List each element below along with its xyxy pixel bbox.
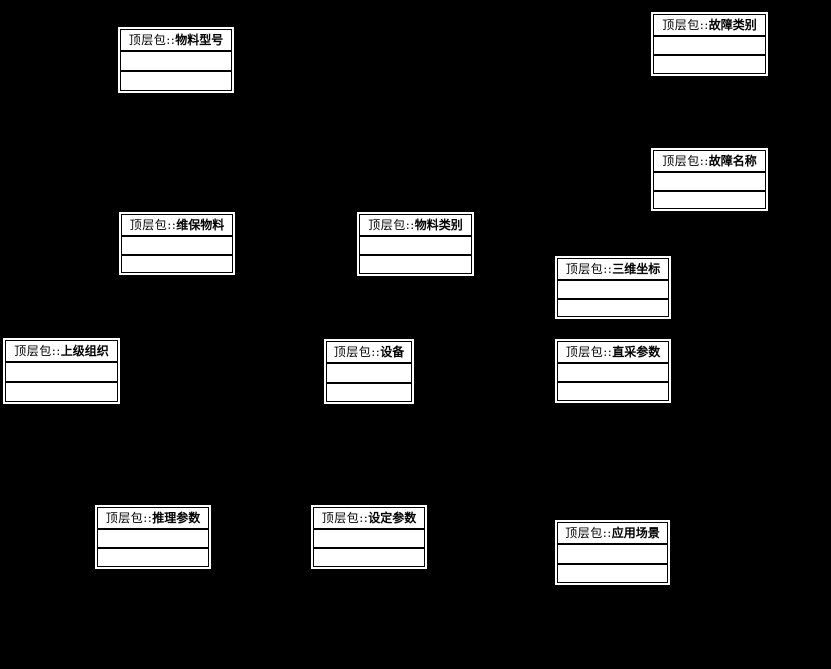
- attributes-compartment: [558, 281, 668, 298]
- attributes-compartment: [654, 173, 765, 190]
- package-prefix-label: 顶层包::: [333, 345, 381, 359]
- class-name-label: 直采参数: [612, 345, 661, 359]
- operations-compartment: [558, 562, 667, 582]
- operations-compartment: [6, 381, 117, 401]
- operations-compartment: [360, 254, 471, 273]
- attributes-compartment: [327, 364, 411, 382]
- package-prefix-label: 顶层包::: [321, 511, 369, 525]
- attributes-compartment: [360, 237, 471, 254]
- attributes-compartment: [6, 363, 117, 381]
- class-title: 顶层包::设定参数: [314, 508, 424, 530]
- class-name-label: 应用场景: [611, 526, 660, 540]
- uml-class-box-wuliao-xinghao[interactable]: 顶层包::物料型号: [118, 27, 234, 93]
- uml-class-box-sheding-canshu[interactable]: 顶层包::设定参数: [311, 505, 427, 569]
- package-prefix-label: 顶层包::: [129, 218, 177, 232]
- uml-class-box-wuliao-leibie[interactable]: 顶层包::物料类别: [357, 212, 474, 276]
- uml-class-box-zhicai-canshu[interactable]: 顶层包::直采参数: [555, 339, 671, 403]
- uml-class-box-tuili-canshu[interactable]: 顶层包::推理参数: [95, 505, 211, 569]
- class-name-label: 物料类别: [414, 218, 463, 232]
- class-title: 顶层包::故障名称: [654, 151, 765, 173]
- operations-compartment: [654, 54, 765, 73]
- class-title: 顶层包::上级组织: [6, 341, 117, 363]
- class-title: 顶层包::推理参数: [98, 508, 208, 530]
- class-title: 顶层包::物料类别: [360, 215, 471, 237]
- package-prefix-label: 顶层包::: [662, 18, 709, 32]
- operations-compartment: [121, 70, 231, 90]
- class-title: 顶层包::维保物料: [122, 215, 232, 237]
- uml-class-box-shangji-zuzhi[interactable]: 顶层包::上级组织: [3, 338, 120, 404]
- attributes-compartment: [558, 364, 668, 381]
- package-prefix-label: 顶层包::: [14, 344, 61, 358]
- class-name-label: 上级组织: [60, 344, 109, 358]
- class-name-label: 故障类别: [708, 18, 757, 32]
- class-name-label: 物料型号: [175, 33, 224, 47]
- class-name-label: 设备: [380, 345, 405, 359]
- package-prefix-label: 顶层包::: [105, 511, 153, 525]
- operations-compartment: [122, 253, 232, 272]
- uml-class-box-weibao-wuliao[interactable]: 顶层包::维保物料: [119, 212, 235, 275]
- operations-compartment: [98, 547, 208, 566]
- operations-compartment: [314, 547, 424, 566]
- attributes-compartment: [314, 530, 424, 547]
- attributes-compartment: [121, 52, 231, 70]
- class-title: 顶层包::三维坐标: [558, 259, 668, 281]
- class-name-label: 设定参数: [368, 511, 417, 525]
- uml-class-box-guzhang-leibie[interactable]: 顶层包::故障类别: [651, 12, 768, 76]
- attributes-compartment: [654, 37, 765, 54]
- operations-compartment: [558, 381, 668, 400]
- uml-class-box-yingyong-changjing[interactable]: 顶层包::应用场景: [555, 520, 670, 585]
- class-title: 顶层包::故障类别: [654, 15, 765, 37]
- uml-class-box-guzhang-mingcheng[interactable]: 顶层包::故障名称: [651, 148, 768, 211]
- class-title: 顶层包::应用场景: [558, 523, 667, 545]
- class-name-label: 推理参数: [152, 511, 201, 525]
- operations-compartment: [654, 189, 765, 208]
- class-title: 顶层包::物料型号: [121, 30, 231, 52]
- class-title: 顶层包::直采参数: [558, 342, 668, 364]
- package-prefix-label: 顶层包::: [565, 345, 613, 359]
- class-title: 顶层包::设备: [327, 342, 411, 364]
- package-prefix-label: 顶层包::: [662, 154, 709, 168]
- uml-class-box-sanwei-zuobiao[interactable]: 顶层包::三维坐标: [555, 256, 671, 319]
- package-prefix-label: 顶层包::: [368, 218, 415, 232]
- attributes-compartment: [558, 545, 667, 563]
- package-prefix-label: 顶层包::: [565, 262, 613, 276]
- attributes-compartment: [98, 530, 208, 547]
- operations-compartment: [327, 381, 411, 401]
- uml-class-box-shebei[interactable]: 顶层包::设备: [324, 339, 414, 404]
- attributes-compartment: [122, 237, 232, 254]
- package-prefix-label: 顶层包::: [565, 526, 612, 540]
- package-prefix-label: 顶层包::: [128, 33, 176, 47]
- class-name-label: 三维坐标: [612, 262, 661, 276]
- operations-compartment: [558, 297, 668, 316]
- class-name-label: 维保物料: [176, 218, 225, 232]
- class-name-label: 故障名称: [708, 154, 757, 168]
